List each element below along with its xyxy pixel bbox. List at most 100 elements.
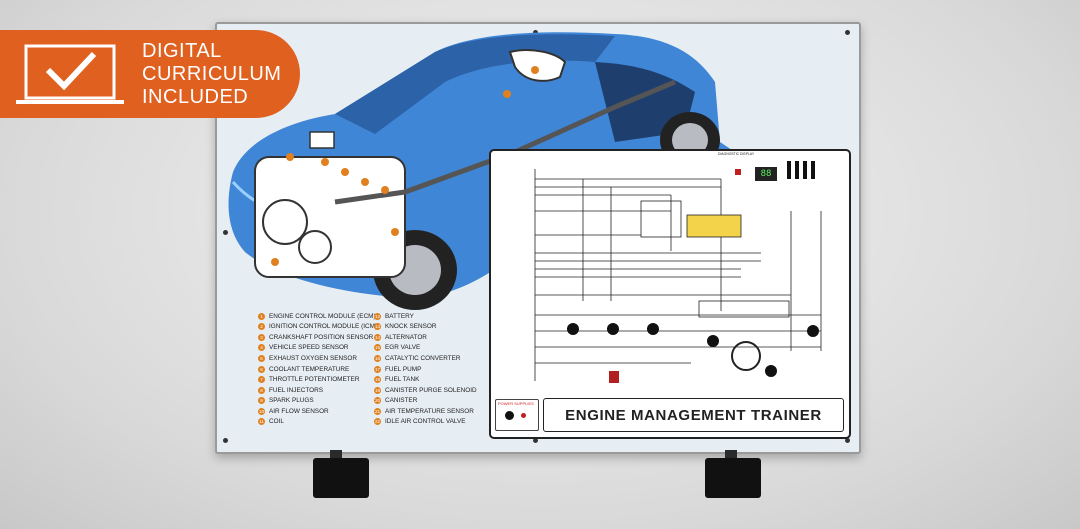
dial-knob[interactable] <box>567 323 579 335</box>
legend-item: 9 SPARK PLUGS <box>258 395 376 406</box>
legend-label: AIR FLOW SENSOR <box>269 407 329 415</box>
legend-label: VEHICLE SPEED SENSOR <box>269 344 349 352</box>
dial-knob[interactable] <box>607 323 619 335</box>
schematic-panel <box>489 149 851 439</box>
power-knob[interactable] <box>505 411 514 420</box>
legend-item: 20 CANISTER <box>374 395 492 406</box>
legend-number: 4 <box>258 344 265 352</box>
legend-label: SPARK PLUGS <box>269 397 314 405</box>
legend-number: 11 <box>258 418 265 426</box>
legend-number: 6 <box>258 365 265 373</box>
legend-column-left: 1 ENGINE CONTROL MODULE (ECM) 2 IGNITION CO… <box>258 311 378 427</box>
legend-label: FUEL TANK <box>385 376 420 384</box>
legend-number: 13 <box>374 323 381 331</box>
legend-label: CANISTER PURGE SOLENOID <box>385 386 477 394</box>
dial-knob[interactable] <box>707 335 719 347</box>
legend-label: ENGINE CONTROL MODULE (ECM) <box>269 312 376 320</box>
legend-item: 17 FUEL PUMP <box>374 364 492 375</box>
dial-knob[interactable] <box>765 365 777 377</box>
legend-item: 10 AIR FLOW SENSOR <box>258 406 376 417</box>
bolt <box>845 30 850 35</box>
dial-knob[interactable] <box>647 323 659 335</box>
legend-item: 21 AIR TEMPERATURE SENSOR <box>374 406 492 417</box>
stand-foot-left <box>313 458 369 498</box>
diagnostic-display-label: DIAGNOSTIC DISPLAY <box>718 152 755 156</box>
legend-number: 22 <box>374 418 381 426</box>
legend-number: 17 <box>374 365 381 373</box>
badge-line-1: DIGITAL <box>142 40 222 62</box>
laptop-check-icon <box>16 44 124 104</box>
legend-item: 15 EGR VALVE <box>374 343 492 354</box>
legend-label: IDLE AIR CONTROL VALVE <box>385 418 466 426</box>
legend-number: 20 <box>374 397 381 405</box>
legend-item: 3 CRANKSHAFT POSITION SENSOR <box>258 332 376 343</box>
bolt <box>845 438 850 443</box>
bolt <box>533 438 538 443</box>
legend-label: COIL <box>269 418 284 426</box>
legend-item: 22 IDLE AIR CONTROL VALVE <box>374 416 492 427</box>
bolt <box>223 230 228 235</box>
legend-number: 16 <box>374 354 381 362</box>
car-illustration <box>228 32 736 310</box>
legend-number: 10 <box>258 407 265 415</box>
legend-label: CRANKSHAFT POSITION SENSOR <box>269 333 374 341</box>
legend-item: 5 EXHAUST OXYGEN SENSOR <box>258 353 376 364</box>
sensor-gauge <box>731 341 761 371</box>
switch-bank[interactable] <box>787 161 815 179</box>
legend-number: 21 <box>374 407 381 415</box>
legend-number: 14 <box>374 333 381 341</box>
fuel-tank-graphic <box>686 214 742 238</box>
legend-item: 8 FUEL INJECTORS <box>258 385 376 396</box>
power-supply-box: POWER SUPPLIES <box>495 399 539 431</box>
legend-item: 11 COIL <box>258 416 376 427</box>
power-led <box>521 413 526 418</box>
bolt <box>533 30 538 35</box>
legend-number: 5 <box>258 354 265 362</box>
legend-number: 9 <box>258 397 265 405</box>
legend-number: 3 <box>258 333 265 341</box>
legend-label: KNOCK SENSOR <box>385 323 437 331</box>
legend-number: 2 <box>258 323 265 331</box>
legend-label: IGNITION CONTROL MODULE (ICM) <box>269 323 378 331</box>
legend-number: 18 <box>374 376 381 384</box>
legend-item: 7 THROTTLE POTENTIOMETER <box>258 374 376 385</box>
legend-item: 19 CANISTER PURGE SOLENOID <box>374 385 492 396</box>
legend-item: 18 FUEL TANK <box>374 374 492 385</box>
wiring-schematic <box>534 161 822 383</box>
legend-item: 16 CATALYTIC CONVERTER <box>374 353 492 364</box>
legend-label: THROTTLE POTENTIOMETER <box>269 376 360 384</box>
stand-foot-right <box>705 458 761 498</box>
legend-label: CANISTER <box>385 397 418 405</box>
legend-label: COOLANT TEMPERATURE <box>269 365 350 373</box>
legend-label: AIR TEMPERATURE SENSOR <box>385 407 474 415</box>
legend-label: BATTERY <box>385 312 414 320</box>
panel-title: ENGINE MANAGEMENT TRAINER <box>565 406 822 424</box>
badge-line-2: CURRICULUM <box>142 63 282 85</box>
bolt <box>223 438 228 443</box>
legend-item: 4 VEHICLE SPEED SENSOR <box>258 343 376 354</box>
status-led <box>735 169 741 175</box>
legend-label: FUEL PUMP <box>385 365 422 373</box>
legend-item: 14 ALTERNATOR <box>374 332 492 343</box>
legend-number: 8 <box>258 386 265 394</box>
legend-number: 19 <box>374 386 381 394</box>
legend-number: 15 <box>374 344 381 352</box>
legend-label: CATALYTIC CONVERTER <box>385 354 461 362</box>
legend-item: 1 ENGINE CONTROL MODULE (ECM) <box>258 311 376 322</box>
legend-number: 1 <box>258 312 265 320</box>
legend-label: EXHAUST OXYGEN SENSOR <box>269 354 357 362</box>
red-switch[interactable] <box>609 371 619 383</box>
panel-title-box: ENGINE MANAGEMENT TRAINER <box>543 398 844 432</box>
legend-label: EGR VALVE <box>385 344 421 352</box>
legend-label: FUEL INJECTORS <box>269 386 323 394</box>
badge-text: DIGITAL CURRICULUM INCLUDED <box>142 40 281 109</box>
dial-knob[interactable] <box>807 325 819 337</box>
digital-curriculum-badge: DIGITAL CURRICULUM INCLUDED <box>0 30 300 118</box>
legend-number: 7 <box>258 376 265 384</box>
rear-rim <box>672 123 708 157</box>
legend-item: 2 IGNITION CONTROL MODULE (ICM) <box>258 322 378 333</box>
diagnostic-display: 88 <box>755 167 777 181</box>
legend-label: ALTERNATOR <box>385 333 427 341</box>
